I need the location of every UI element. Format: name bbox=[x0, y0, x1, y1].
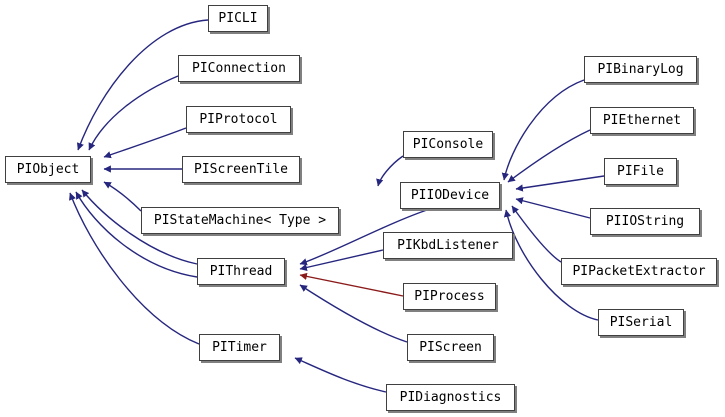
class-node-label: PIFile bbox=[617, 164, 664, 179]
inheritance-edge-pithread-to-piobject bbox=[81, 189, 198, 265]
class-node-piconnection[interactable]: PIConnection bbox=[178, 55, 300, 82]
class-node-piprotocol[interactable]: PIProtocol bbox=[186, 106, 291, 133]
class-node-piscreentile[interactable]: PIScreenTile bbox=[182, 156, 300, 183]
inheritance-edge-piethernet-to-piiodevice bbox=[507, 129, 591, 183]
class-node-label: PIConnection bbox=[192, 61, 286, 76]
class-node-label: PIScreenTile bbox=[194, 162, 288, 177]
class-node-pitimer[interactable]: PITimer bbox=[199, 334, 280, 361]
class-node-label: PIProtocol bbox=[199, 112, 278, 127]
class-node-label: PIBinaryLog bbox=[597, 62, 684, 77]
inheritance-edge-pikbdlistener-to-pithread bbox=[299, 249, 384, 272]
inheritance-edge-piconsole-to-piiodevice bbox=[376, 155, 404, 187]
class-node-piiodevice[interactable]: PIIODevice bbox=[400, 182, 500, 209]
class-node-label: PIPacketExtractor bbox=[572, 264, 706, 279]
inheritance-edge-pibinarylog-to-piiodevice bbox=[501, 79, 585, 181]
class-node-pithread[interactable]: PIThread bbox=[197, 258, 285, 285]
class-node-pidiagnostics[interactable]: PIDiagnostics bbox=[386, 384, 515, 411]
inheritance-edge-piprotocol-to-piobject bbox=[103, 127, 187, 159]
class-node-label: PIScreen bbox=[419, 340, 482, 355]
class-node-piscreen[interactable]: PIScreen bbox=[407, 334, 494, 361]
class-node-label: PIThread bbox=[209, 264, 273, 279]
class-node-label: PIKbdListener bbox=[397, 238, 499, 253]
inheritance-edge-pitimer-to-piobject bbox=[69, 192, 200, 345]
inheritance-edge-piiodevice-to-pithread bbox=[299, 208, 431, 266]
class-node-pikbdlistener[interactable]: PIKbdListener bbox=[383, 232, 513, 259]
class-node-label: PIProcess bbox=[414, 289, 485, 304]
inheritance-edge-piscreen-to-pithread bbox=[299, 284, 408, 343]
class-node-label: PICLI bbox=[218, 11, 258, 26]
class-node-pifile[interactable]: PIFile bbox=[604, 158, 677, 185]
class-node-label: PIIODevice bbox=[410, 188, 490, 203]
class-node-label: PIDiagnostics bbox=[399, 390, 502, 405]
class-node-label: PIIOString bbox=[605, 214, 685, 229]
inheritance-edge-pipacketextractor-to-piiodevice bbox=[511, 205, 562, 263]
class-node-piethernet[interactable]: PIEthernet bbox=[590, 107, 694, 134]
inheritance-edge-picli-to-piobject bbox=[76, 19, 209, 151]
inheritance-edge-piserial-to-piiodevice bbox=[503, 209, 599, 321]
edges-group bbox=[69, 19, 605, 393]
inheritance-edge-piiostring-to-piiodevice bbox=[515, 197, 591, 219]
class-node-piprocess[interactable]: PIProcess bbox=[403, 283, 496, 310]
inheritance-edge-pithread-to-piobject bbox=[75, 191, 198, 278]
inheritance-edge-pistatemachine-to-piobject bbox=[103, 181, 142, 212]
class-node-piobject[interactable]: PIObject bbox=[5, 156, 91, 183]
class-node-piconsole[interactable]: PIConsole bbox=[403, 131, 493, 158]
inheritance-edge-piprocess-to-pithread bbox=[299, 272, 404, 297]
class-node-label: PIObject bbox=[16, 162, 80, 177]
class-node-pipacketextractor[interactable]: PIPacketExtractor bbox=[561, 258, 717, 285]
class-node-picli[interactable]: PICLI bbox=[208, 5, 268, 32]
class-node-pibinarylog[interactable]: PIBinaryLog bbox=[584, 56, 697, 83]
inheritance-edge-pifile-to-piiodevice bbox=[515, 175, 605, 192]
class-node-label: PIEthernet bbox=[602, 113, 682, 128]
inheritance-edge-piconnection-to-piobject bbox=[88, 75, 179, 151]
class-node-piserial[interactable]: PISerial bbox=[598, 309, 684, 336]
class-node-piiostring[interactable]: PIIOString bbox=[590, 208, 700, 235]
class-node-label: PITimer bbox=[212, 340, 267, 355]
class-node-pistatemachine[interactable]: PIStateMachine< Type > bbox=[141, 207, 339, 234]
class-node-label: PIStateMachine< Type > bbox=[153, 213, 327, 228]
class-node-label: PIConsole bbox=[412, 137, 484, 152]
inheritance-edge-pidiagnostics-to-pitimer bbox=[294, 357, 387, 393]
class-node-label: PISerial bbox=[609, 315, 673, 330]
